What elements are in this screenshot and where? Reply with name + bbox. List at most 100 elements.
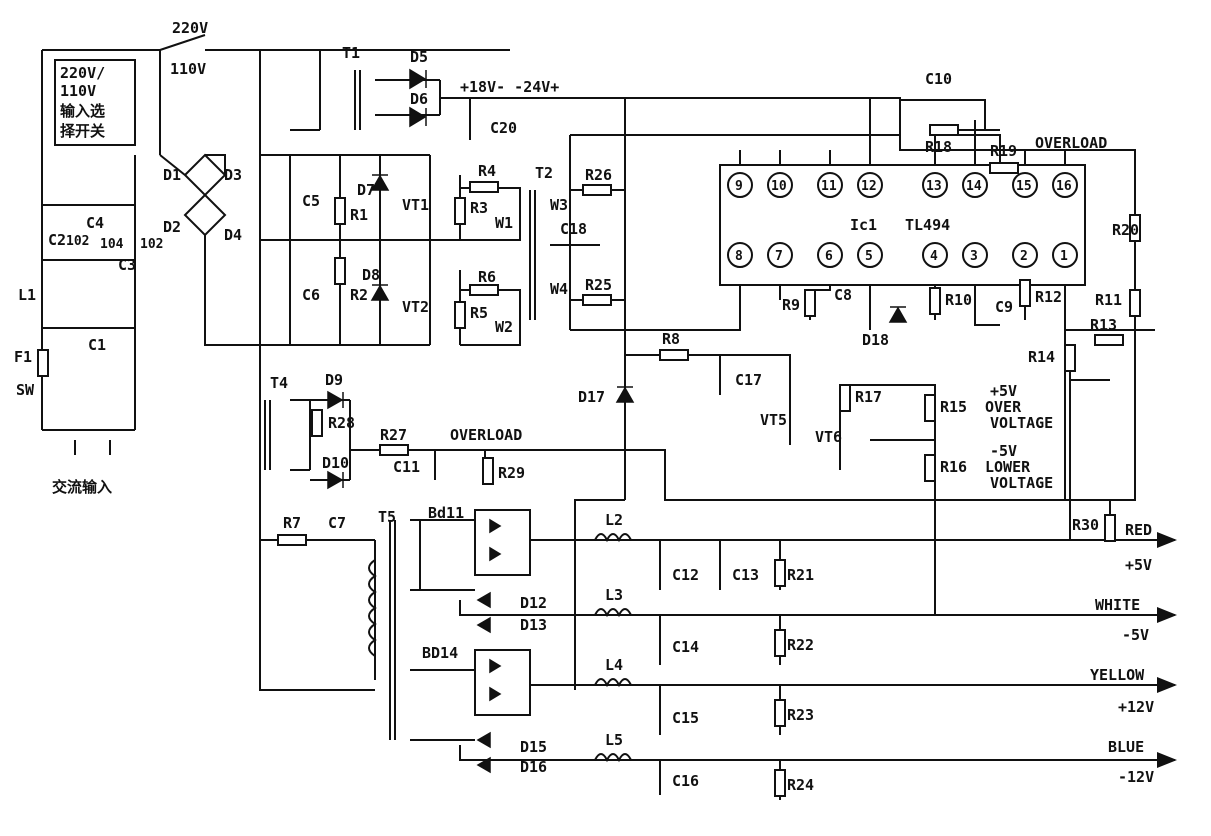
label-t5: T5: [378, 508, 396, 526]
label-c2: C2: [48, 231, 66, 249]
label-r27: R27: [380, 426, 407, 444]
label-l2: L2: [605, 511, 623, 529]
label-c5: C5: [302, 192, 320, 210]
label-w3: W3: [550, 196, 568, 214]
label-overload-top: OVERLOAD: [1035, 134, 1107, 152]
label-c9: C9: [995, 298, 1013, 316]
aux-supply-labels: T1 D5 D6 +18V- -24V+ C20 T2 W3 R26 C18 W…: [342, 44, 612, 298]
ic-pin-4: 4: [930, 249, 938, 264]
label-r5: R5: [470, 304, 488, 322]
label-d4: D4: [224, 226, 242, 244]
label-over-v2: OVER: [985, 398, 1022, 416]
label-l3: L3: [605, 586, 623, 604]
label-r9: R9: [782, 296, 800, 314]
label-d12: D12: [520, 594, 547, 612]
label-vt1: VT1: [402, 196, 429, 214]
label-r13: R13: [1090, 316, 1117, 334]
label-r30: R30: [1072, 516, 1099, 534]
output-red-voltage: +5V: [1125, 556, 1152, 574]
label-c15: C15: [672, 709, 699, 727]
label-r14: R14: [1028, 348, 1055, 366]
label-r8: R8: [662, 330, 680, 348]
label-ac-input: 交流输入: [52, 478, 112, 496]
label-c4: C4: [86, 214, 104, 232]
ic-labels: Ic1 TL494 9 10 11 12 13 14 15 16 8 7 6 5…: [735, 70, 1139, 366]
ic-pin-1: 1: [1060, 249, 1068, 264]
label-lower-v2: LOWER: [985, 458, 1031, 476]
label-r29: R29: [498, 464, 525, 482]
label-over-v1: +5V: [990, 382, 1017, 400]
ic-pin-12: 12: [861, 179, 877, 194]
output-labels: RED +5V WHITE -5V YELLOW +12V BLUE -12V: [1090, 521, 1154, 786]
label-overload-mid: OVERLOAD: [450, 426, 522, 444]
label-d9: D9: [325, 371, 343, 389]
label-r18: R18: [925, 138, 952, 156]
label-t1: T1: [342, 44, 360, 62]
resistor-bodies: [37, 124, 1141, 797]
ic-pin-15: 15: [1016, 179, 1032, 194]
label-lower-v3: VOLTAGE: [990, 474, 1053, 492]
ic-pin-6: 6: [825, 249, 833, 264]
label-r2: R2: [350, 286, 368, 304]
label-d8: D8: [362, 266, 380, 284]
label-r12: R12: [1035, 288, 1062, 306]
selector-line-2: 110V: [60, 82, 96, 100]
label-d16: D16: [520, 758, 547, 776]
label-l1: L1: [18, 286, 36, 304]
label-c10: C10: [925, 70, 952, 88]
label-c1: C1: [88, 336, 106, 354]
label-c13: C13: [732, 566, 759, 584]
label-220v: 220V: [172, 19, 208, 37]
label-d18: D18: [862, 331, 889, 349]
ic-part: TL494: [905, 216, 950, 234]
label-c8: C8: [834, 286, 852, 304]
label-vt6: VT6: [815, 428, 842, 446]
label-r4: R4: [478, 162, 496, 180]
selector-line-1: 220V/: [60, 64, 105, 82]
label-d17: D17: [578, 388, 605, 406]
label-d6: D6: [410, 90, 428, 108]
label-c17: C17: [735, 371, 762, 389]
label-d7: D7: [357, 181, 375, 199]
bridge-labels: D1 D3 D2 D4: [163, 166, 242, 244]
ic-pin-10: 10: [771, 179, 787, 194]
label-c12: C12: [672, 566, 699, 584]
label-c3-val: 102: [140, 237, 163, 252]
output-red-label: RED: [1125, 521, 1152, 539]
diode-symbols: [327, 68, 908, 774]
label-c18: C18: [560, 220, 587, 238]
label-r16: R16: [940, 458, 967, 476]
label-w4: W4: [550, 280, 568, 298]
label-r10: R10: [945, 291, 972, 309]
output-arrows: [1080, 532, 1177, 768]
label-c11: C11: [393, 458, 420, 476]
ic-pin-14: 14: [966, 179, 982, 194]
selector-line-3: 输入选: [60, 102, 105, 120]
label-t4: T4: [270, 374, 288, 392]
label-w2: W2: [495, 318, 513, 336]
label-over-v3: VOLTAGE: [990, 414, 1053, 432]
label-r3: R3: [470, 199, 488, 217]
ic-pin-2: 2: [1020, 249, 1028, 264]
label-d1: D1: [163, 166, 181, 184]
label-r11: R11: [1095, 291, 1122, 309]
label-c20: C20: [490, 119, 517, 137]
label-c16: C16: [672, 772, 699, 790]
label-d3: D3: [224, 166, 242, 184]
ic-pins: [727, 172, 1078, 268]
label-r26: R26: [585, 166, 612, 184]
input-section-labels: 220V 110V 220V/ 110V 输入选 择开关 交流输入 SW F1 …: [14, 19, 208, 496]
label-c2-val: 102: [66, 234, 89, 249]
ic-pin-7: 7: [775, 249, 783, 264]
output-blue-voltage: -12V: [1118, 768, 1154, 786]
label-lower-v1: -5V: [990, 442, 1017, 460]
label-d2: D2: [163, 218, 181, 236]
label-r24: R24: [787, 776, 814, 794]
label-l5: L5: [605, 731, 623, 749]
label-d15: D15: [520, 738, 547, 756]
selector-line-4: 择开关: [60, 122, 105, 140]
label-r1: R1: [350, 206, 368, 224]
label-c14: C14: [672, 638, 699, 656]
label-c3: C3: [118, 256, 136, 274]
